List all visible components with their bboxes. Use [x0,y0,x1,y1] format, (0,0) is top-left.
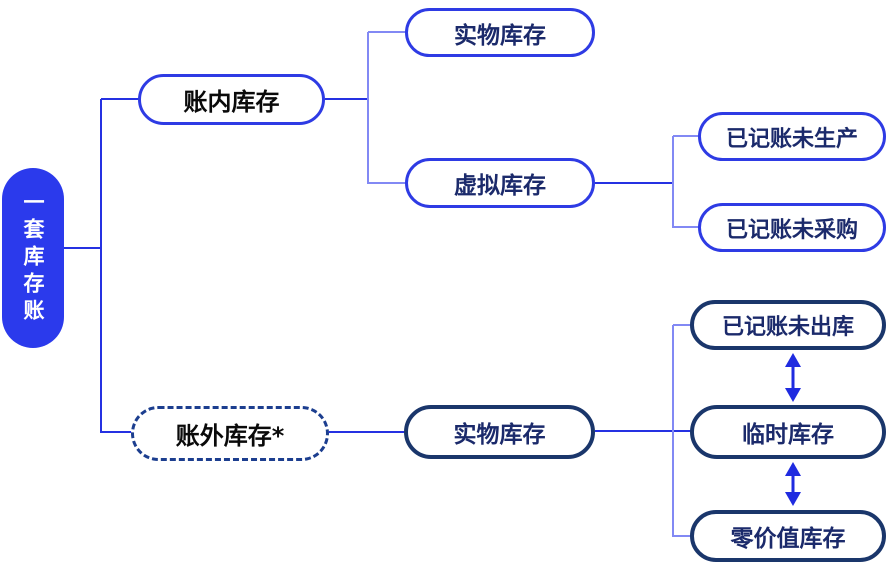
node-on-book-inventory: 账内库存 [138,74,325,125]
connector-root [64,98,140,433]
double-arrow-icon [785,353,801,402]
arrow-head-up [785,462,801,476]
connector-virtual-children [595,135,700,228]
node-recorded-not-produced: 已记账未生产 [698,112,886,161]
node-physical-inventory-bottom: 实物库存 [404,405,595,459]
node-virtual-inventory: 虚拟库存 [405,158,595,208]
node-temporary-inventory: 临时库存 [690,405,886,459]
connector-physical-bottom-children [595,324,692,537]
node-physical-inventory-top: 实物库存 [405,8,595,57]
connector-on-book-children [325,31,407,184]
node-root: 一套库存账 [2,168,64,348]
arrow-head-up [785,353,801,367]
double-arrow-icon [785,462,801,506]
node-zero-value-inventory: 零价值库存 [690,510,886,562]
arrow-head-down [785,492,801,506]
node-recorded-not-purchased: 已记账未采购 [698,203,886,252]
node-recorded-not-shipped: 已记账未出库 [690,300,886,350]
arrow-head-down [785,388,801,402]
node-off-book-inventory: 账外库存* [131,406,329,461]
